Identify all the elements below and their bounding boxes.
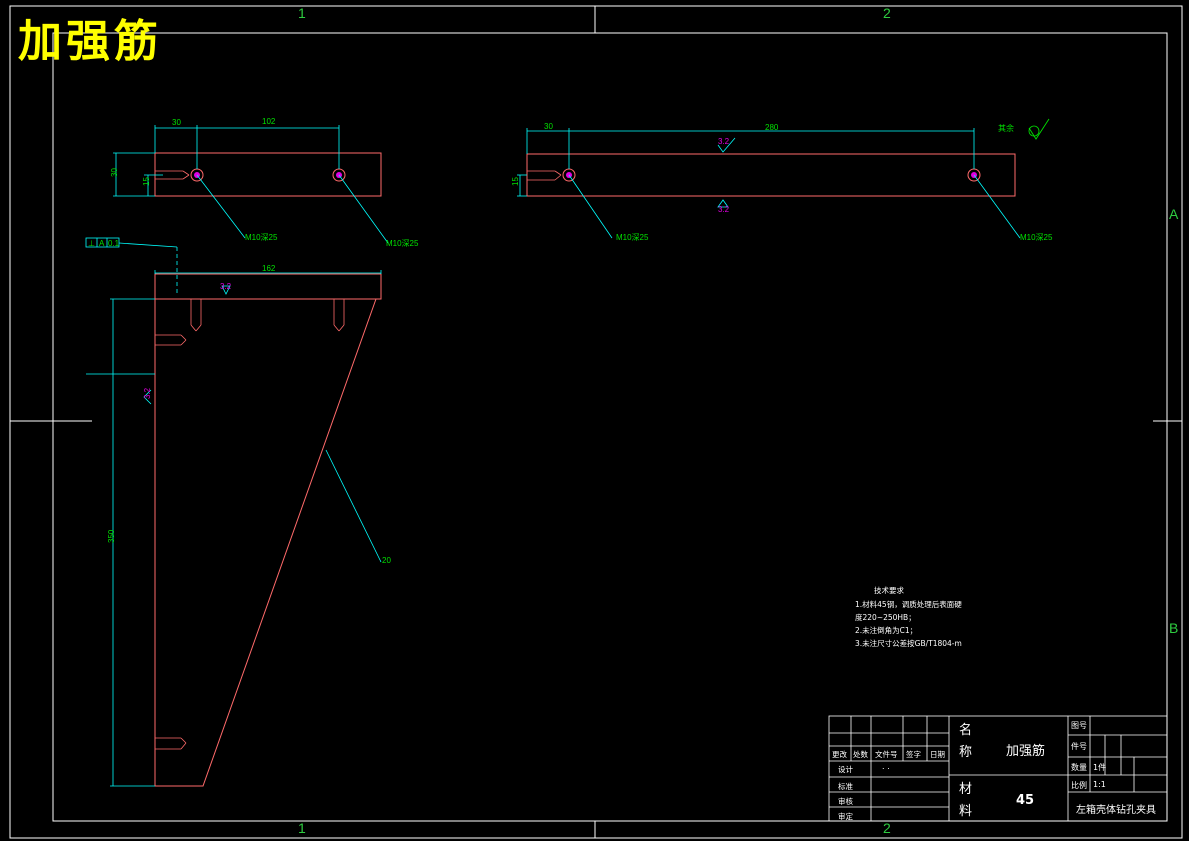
drawing-title: 加强筋 [18,16,162,67]
tb-rev-header-5: 日期 [930,750,945,759]
roughness-value-bottom: 3.2 [718,205,730,214]
callout-thread-1: M10深25 [616,233,649,242]
roughness-symbol-top [717,137,736,153]
tb-sign-approve: 审定 [838,812,853,821]
datum-symbol: ⊥ [88,239,95,248]
zone-top-1: 1 [298,5,306,21]
notes-line-2: 度220~250HB； [855,613,916,622]
other-roughness-label: 其余 [998,123,1014,133]
zone-right-a: A [1169,206,1179,222]
tb-sign-standard: 标准 [838,782,853,791]
tb-sign-design: 设计 [838,765,853,774]
dim-30: 30 [544,122,553,131]
tb-quantity-value: 1件 [1093,763,1107,772]
callout-thread-1: M10深25 [245,233,278,242]
tb-scale-value: 1:1 [1093,780,1106,789]
tb-part-no-label: 件号 [1071,742,1087,751]
callout-thread-2: M10深25 [386,239,419,248]
tb-material-label: 材 料 [959,782,973,819]
tb-sign-review: 审核 [838,797,853,806]
gusset-outline [154,273,382,787]
datum-frame [85,237,178,296]
tb-scale-label: 比例 [1071,781,1087,790]
view-top-left [113,125,389,244]
tb-rev-header-4: 签字 [906,750,921,759]
tb-drawing-no-label: 图号 [1071,721,1087,730]
roughness-value-left: 3.2 [143,387,152,399]
datum-tolerance: 0.1 [108,239,120,248]
dim-15: 15 [511,177,520,186]
title-block-lines [828,715,1168,822]
tb-quantity-label: 数量 [1071,763,1087,772]
notes-heading: 技术要求 [874,586,904,595]
tb-name-value: 加强筋 [1006,744,1046,759]
tb-rev-header-1: 更改 [832,750,847,759]
roughness-value-top: 3.2 [220,282,232,291]
notes-line-1: 1.材料45钢，调质处理后表面硬 [855,600,962,609]
callout-thread-2: M10深25 [1020,233,1053,242]
bar-outline [526,153,1016,197]
dim-350: 350 [107,529,116,543]
view-top-right [517,118,1050,239]
inner-border [52,32,1168,822]
tb-rev-header-3: 文件号 [875,750,898,759]
center-marks [10,6,1182,838]
tb-material-value: 45 [1016,793,1035,808]
notes-line-4: 3.未注尺寸公差按GB/T1804-m [855,639,962,648]
dim-280: 280 [765,123,779,132]
tb-sign-design-value: . . [882,762,890,771]
tb-name-label: 名 称 [959,723,973,760]
view-front [85,237,382,787]
notes-line-3: 2.未注倒角为C1； [855,626,918,635]
plate-outline [154,152,382,197]
callout-20: 20 [382,556,391,565]
dim-102: 102 [262,117,276,126]
zone-right-b: B [1169,620,1179,636]
datum-letter: A [99,239,105,248]
dim-30-vertical: 30 [110,168,119,177]
zone-bottom-2: 2 [883,820,891,836]
roughness-value-top: 3.2 [718,137,730,146]
dim-15: 15 [142,177,151,186]
tb-rev-header-2: 处数 [853,750,868,759]
roughness-symbol-bottom [717,199,729,208]
dim-162: 162 [262,264,276,273]
outer-frame [9,5,1183,839]
dim-30: 30 [172,118,181,127]
zone-top-2: 2 [883,5,891,21]
roughness-other-icon [1028,118,1050,140]
tb-assembly: 左箱壳体钻孔夹具 [1076,805,1156,816]
zone-bottom-1: 1 [298,820,306,836]
